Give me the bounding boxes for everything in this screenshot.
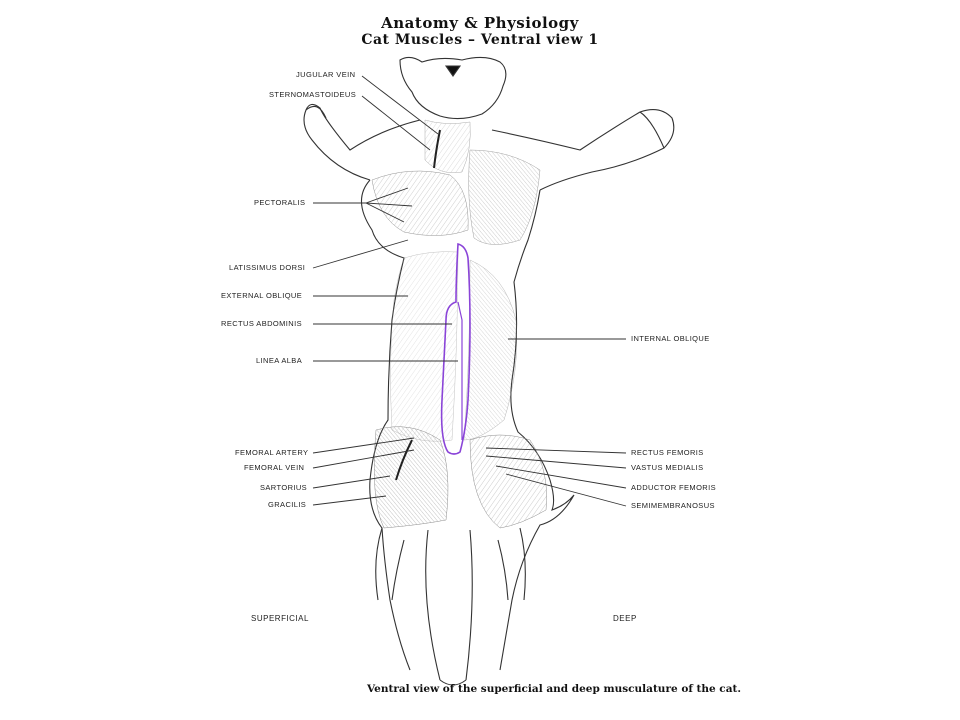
leader-lines-left (312, 75, 458, 506)
pectoral-region-right (468, 149, 541, 245)
cat-torso-right (499, 189, 575, 671)
cat-body-outline (303, 56, 675, 686)
page-title: Anatomy & Physiology (381, 14, 579, 32)
title-block: Anatomy & Physiology Cat Muscles – Ventr… (0, 14, 960, 49)
leader-lines-right (485, 338, 627, 507)
label-femoral-vein: FEMORAL VEIN (244, 463, 305, 472)
page-subtitle: Cat Muscles – Ventral view 1 (361, 32, 599, 48)
cat-head (399, 56, 507, 120)
cat-nose (444, 65, 462, 77)
label-latissimus-dorsi: LATISSIMUS DORSI (229, 263, 306, 272)
label-linea-alba: LINEA ALBA (256, 356, 303, 365)
label-vastus-medialis: VASTUS MEDIALIS (631, 463, 704, 472)
jugular-vein-vessel (433, 129, 441, 169)
cat-right-hind-leg (497, 527, 526, 601)
label-superficial: SUPERFICIAL (251, 614, 309, 623)
rectus-abdominis-highlight (440, 242, 471, 455)
label-pectoralis: PECTORALIS (254, 198, 306, 207)
abdomen-region (390, 251, 459, 442)
linea-alba-highlight (457, 301, 463, 440)
label-jugular-vein: JUGULAR VEIN (296, 70, 356, 79)
label-internal-oblique: INTERNAL OBLIQUE (631, 334, 710, 343)
label-rectus-femoris: RECTUS FEMORIS (631, 448, 704, 457)
muscle-shading (371, 119, 547, 529)
internal-oblique-region (463, 259, 518, 441)
cat-left-hind-leg (375, 527, 405, 601)
label-deep: DEEP (613, 614, 637, 623)
femoral-vessel (395, 439, 413, 481)
thigh-right-region (469, 434, 547, 529)
cat-right-arm (491, 109, 675, 191)
label-femoral-artery: FEMORAL ARTERY (235, 448, 309, 457)
label-semimembranosus: SEMIMEMBRANOSUS (631, 501, 715, 510)
label-rectus-abdominis: RECTUS ABDOMINIS (221, 319, 302, 328)
label-sartorius: SARTORIUS (260, 483, 308, 492)
label-sternomastoideus: STERNOMASTOIDEUS (269, 90, 357, 99)
cat-left-arm (303, 103, 421, 181)
pectoral-region (371, 170, 469, 236)
figure-caption: Ventral view of the superficial and deep… (367, 683, 742, 695)
label-external-oblique: EXTERNAL OBLIQUE (221, 291, 303, 300)
label-adductor-femoris: ADDUCTOR FEMORIS (631, 483, 717, 492)
cat-torso-left (360, 179, 411, 671)
label-gracilis: GRACILIS (268, 500, 307, 509)
neck-region (424, 119, 471, 173)
thigh-left-region (373, 426, 449, 529)
vessels (395, 129, 441, 481)
cat-tail (425, 529, 473, 681)
